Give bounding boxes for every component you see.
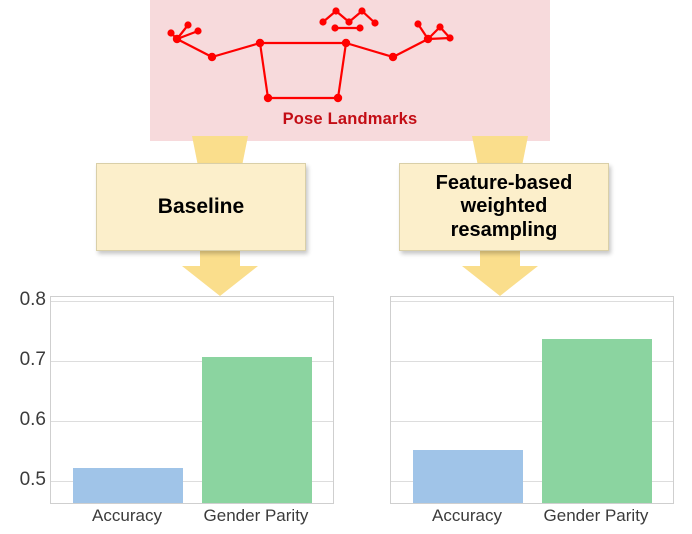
gridline	[391, 420, 673, 422]
y-tick-label: 0.5	[19, 468, 46, 490]
baseline-plot-area	[50, 296, 334, 504]
gridline	[391, 360, 673, 362]
bar-gender-parity	[542, 339, 652, 503]
pose-landmarks-caption: Pose Landmarks	[282, 110, 418, 128]
pose-skeleton-graphic	[167, 7, 454, 103]
resampling-plot-area	[390, 296, 674, 504]
y-tick-label: 0.7	[19, 348, 46, 370]
baseline-y-axis: 0.8 0.7 0.6 0.5	[0, 289, 46, 502]
stage-box-resampling-label: Feature-based weighted resampling	[436, 172, 573, 243]
gridline	[391, 300, 673, 302]
y-tick-label: 0.8	[19, 288, 46, 310]
gridline	[51, 300, 333, 302]
x-tick-label-accuracy: Accuracy	[92, 506, 162, 525]
stage-box-baseline: Baseline	[96, 163, 306, 251]
pose-landmarks-panel: Pose Landmarks	[150, 0, 550, 141]
baseline-bar-chart: 0.8 0.7 0.6 0.5 Accuracy Gender Parity	[0, 286, 346, 534]
bar-accuracy	[413, 449, 523, 503]
gridline	[51, 480, 333, 482]
gridline	[51, 420, 333, 422]
gridline	[391, 480, 673, 482]
arrow-baseline-to-chart-icon	[182, 240, 258, 296]
resampling-line-1: Feature-based	[435, 171, 573, 194]
resampling-line-3: resampling	[450, 218, 558, 241]
bar-accuracy	[73, 467, 183, 503]
x-tick-label-gender-parity: Gender Parity	[543, 506, 649, 525]
resampling-bar-chart: Accuracy Gender Parity	[372, 286, 692, 534]
arrow-resampling-to-chart-icon	[462, 240, 538, 296]
stage-box-baseline-label: Baseline	[157, 194, 245, 218]
resampling-line-2: weighted	[460, 195, 548, 218]
y-tick-label: 0.6	[19, 408, 46, 430]
x-tick-label-gender-parity: Gender Parity	[203, 506, 309, 525]
gridline	[51, 360, 333, 362]
bar-gender-parity	[202, 357, 312, 503]
stage-box-resampling: Feature-based weighted resampling	[399, 163, 609, 251]
x-tick-label-accuracy: Accuracy	[432, 506, 502, 525]
